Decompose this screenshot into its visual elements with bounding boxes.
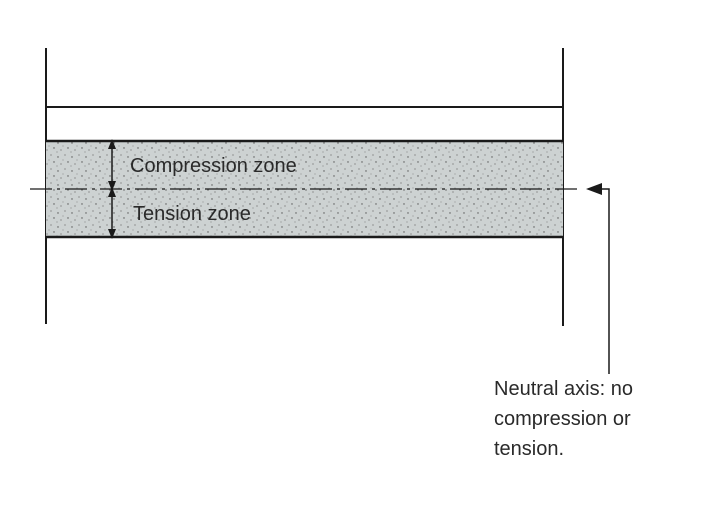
neutral-axis-leader-line	[596, 188, 610, 374]
tension-zone-label: Tension zone	[133, 203, 251, 225]
neutral-axis-callout-line-1: Neutral axis: no	[494, 378, 633, 400]
neutral-axis-leader-arrowhead	[586, 183, 602, 195]
neutral-axis-callout-line-3: tension.	[494, 438, 565, 460]
neutral-axis-callout-line-2: compression or	[494, 408, 631, 430]
neutral-axis-callout: Neutral axis: no compression or tension.	[494, 374, 633, 464]
compression-zone-label: Compression zone	[130, 155, 297, 177]
